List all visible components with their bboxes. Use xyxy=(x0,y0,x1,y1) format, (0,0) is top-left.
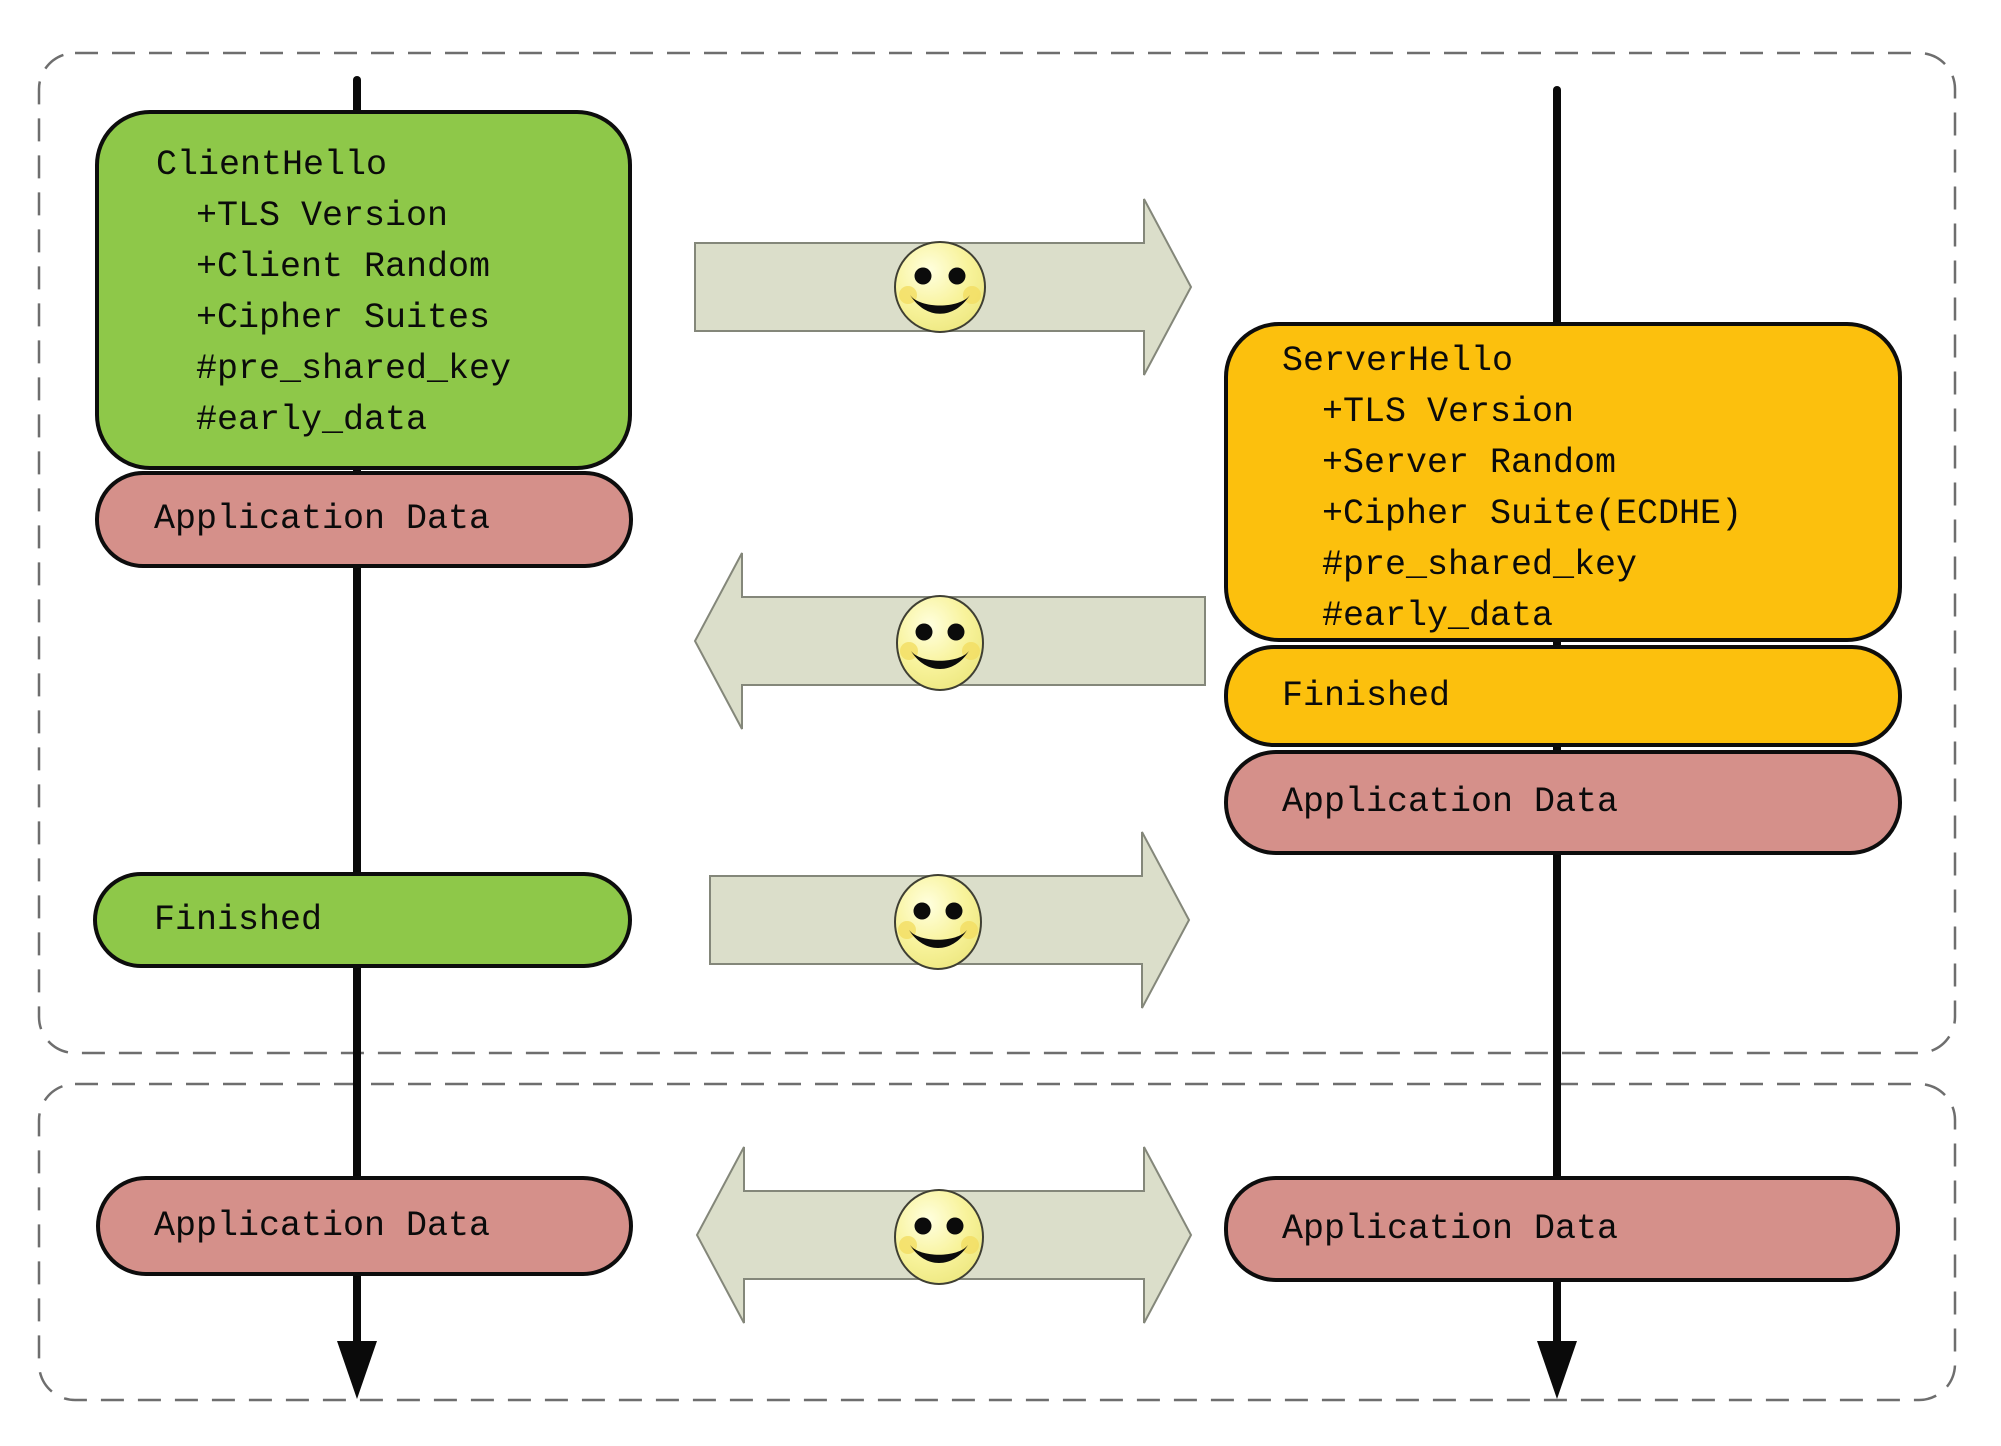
server-hello-box: ServerHello +TLS Version +Server Random … xyxy=(1224,322,1902,642)
client-finished-box: Finished xyxy=(93,872,632,968)
client-hello-item: +Cipher Suites xyxy=(196,298,491,338)
server-hello-item: #early_data xyxy=(1322,596,1554,636)
server-application-data-box-bottom: Application Data xyxy=(1224,1176,1900,1282)
server-hello-item: #pre_shared_key xyxy=(1322,545,1638,585)
application-section-frame xyxy=(37,1082,1957,1402)
server-lifeline-arrowhead-icon xyxy=(1537,1341,1577,1399)
client-application-data-label: Application Data xyxy=(154,499,491,539)
client-hello-item: #early_data xyxy=(196,400,428,440)
client-hello-title: ClientHello xyxy=(156,145,388,185)
client-lifeline-arrowhead-icon xyxy=(337,1341,377,1399)
server-finished-box: Finished xyxy=(1224,645,1902,747)
smiley-icon xyxy=(896,595,984,691)
smiley-icon xyxy=(894,874,982,970)
client-application-data-box-bottom: Application Data xyxy=(96,1176,633,1276)
server-application-data-label: Application Data xyxy=(1282,1208,1619,1249)
server-application-data-label: Application Data xyxy=(1282,782,1619,822)
client-hello-item: #pre_shared_key xyxy=(196,349,512,389)
client-application-data-box: Application Data xyxy=(95,471,633,568)
server-hello-item: +Cipher Suite(ECDHE) xyxy=(1322,494,1743,534)
server-finished-label: Finished xyxy=(1282,675,1451,716)
server-hello-item: +TLS Version xyxy=(1322,392,1575,432)
server-application-data-box: Application Data xyxy=(1224,750,1902,855)
client-hello-box: ClientHello +TLS Version +Client Random … xyxy=(95,110,632,470)
client-application-data-label: Application Data xyxy=(154,1205,491,1246)
client-hello-item: +Client Random xyxy=(196,247,491,287)
smiley-icon xyxy=(894,1189,984,1285)
server-hello-item: +Server Random xyxy=(1322,443,1617,483)
smiley-icon xyxy=(894,241,986,333)
server-hello-title: ServerHello xyxy=(1282,341,1514,381)
client-finished-label: Finished xyxy=(154,899,323,940)
client-hello-item: +TLS Version xyxy=(196,196,449,236)
